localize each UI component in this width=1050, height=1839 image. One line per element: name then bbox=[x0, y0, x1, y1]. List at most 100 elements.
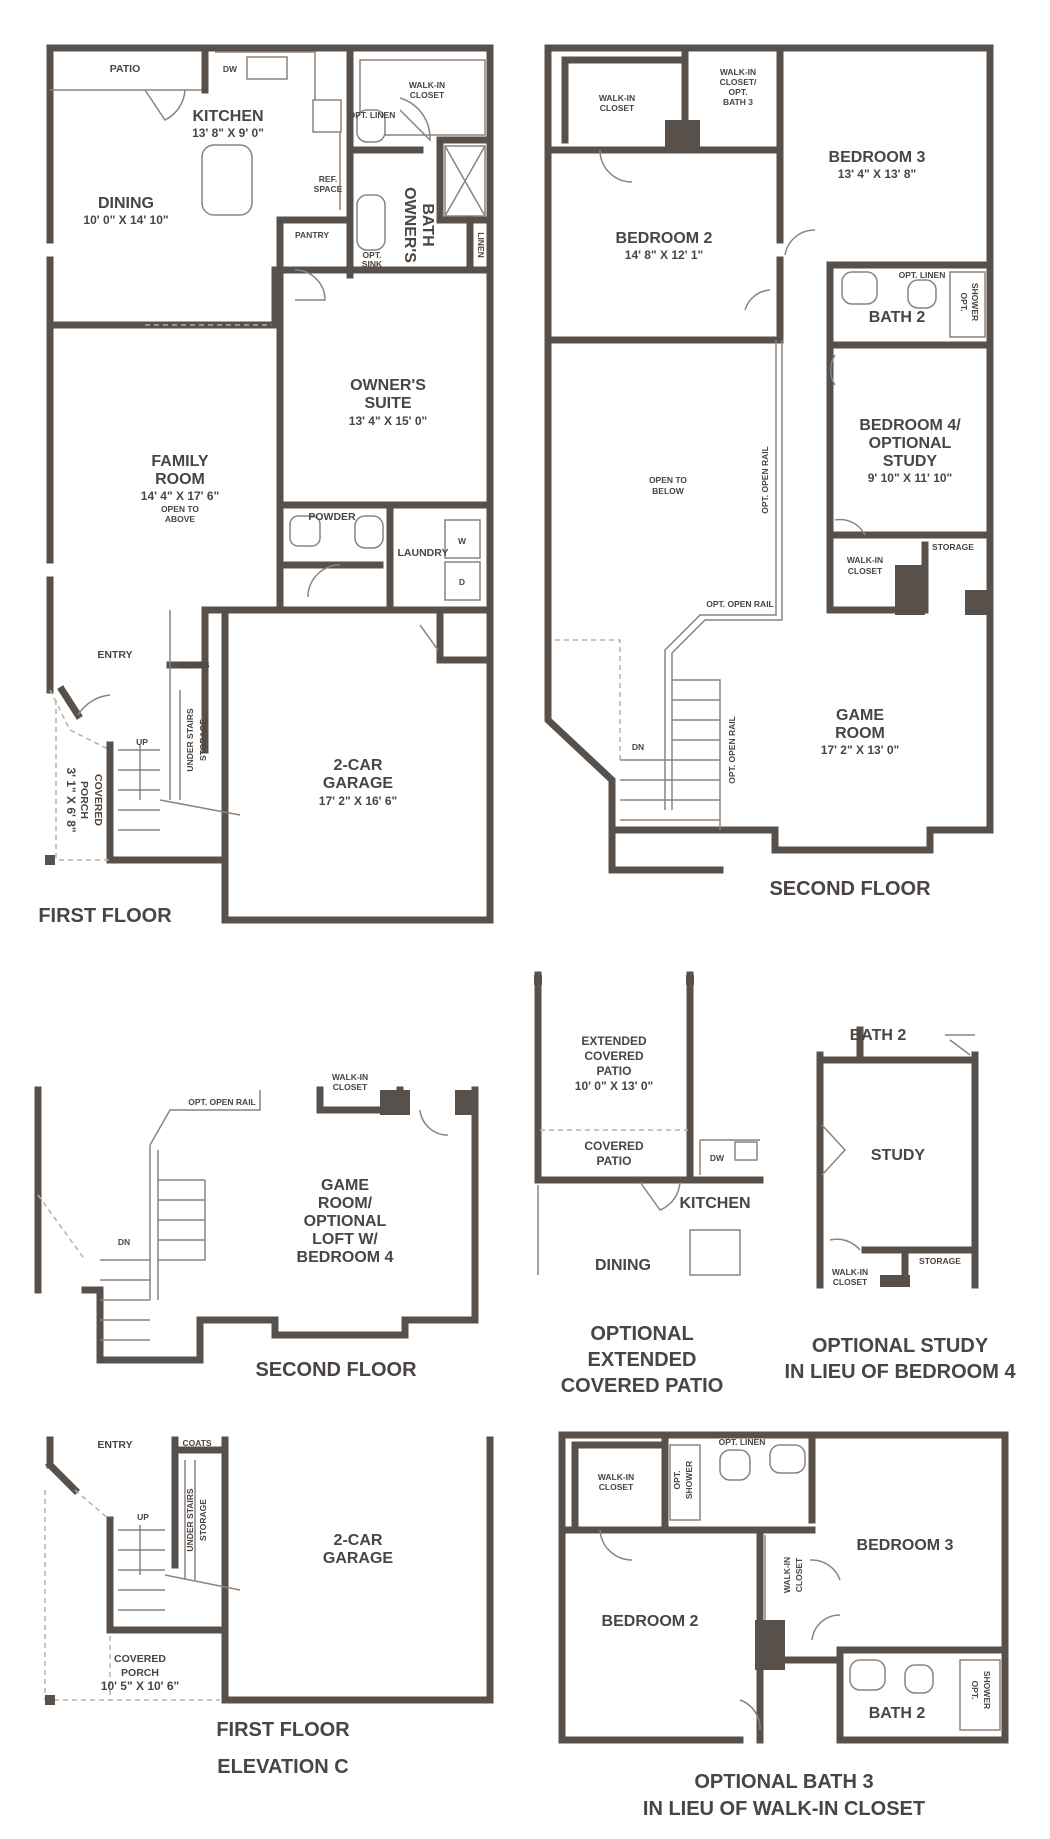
study-option-title-1: OPTIONAL STUDY bbox=[812, 1335, 989, 1357]
covered-patio-label-1: COVERED bbox=[584, 1139, 644, 1153]
bath3-bath2-label: BATH 2 bbox=[869, 1705, 926, 1722]
alt-second-floor-plan bbox=[34, 1086, 479, 1364]
walkin-closet-label: WALK-IN bbox=[599, 93, 635, 103]
elev-garage-label: 2-CAR bbox=[334, 1532, 383, 1549]
walkin-closet-label: WALK-IN bbox=[409, 80, 445, 90]
walkin-closet-label-2: CLOSET bbox=[600, 103, 635, 113]
patio-kitchen-label: KITCHEN bbox=[679, 1195, 750, 1212]
open-to-label: OPEN TO bbox=[649, 475, 687, 485]
elev-garage-label-2: GARAGE bbox=[323, 1550, 394, 1567]
bedroom2-dim: 14' 8" X 12' 1" bbox=[625, 248, 703, 262]
first-floor-plan bbox=[45, 44, 494, 924]
bath3-bedroom2-label: BEDROOM 2 bbox=[602, 1613, 699, 1630]
opt-linen-label: OPT. LINEN bbox=[349, 110, 396, 120]
opt-sink-label-2: SINK bbox=[362, 259, 383, 269]
first-floor-labels: PATIO D W KITCHEN 13' 8" X 9' 0" DINING 1… bbox=[38, 63, 486, 927]
study-closet-label: CLOSET bbox=[833, 1277, 868, 1287]
patio-dw-label: DW bbox=[710, 1153, 725, 1163]
bath3-walkin-label: WALK-IN bbox=[598, 1472, 634, 1482]
bath3-opt-linen-label: OPT. LINEN bbox=[719, 1437, 766, 1447]
bath2-label: BATH 2 bbox=[869, 309, 926, 326]
open-to-label: OPEN TO bbox=[161, 504, 199, 514]
alt-game-label-3: OPTIONAL bbox=[304, 1213, 387, 1230]
covered-porch-label: COVERED bbox=[92, 774, 104, 826]
storage-label: STORAGE bbox=[932, 542, 974, 552]
alt-opt-open-rail-label: OPT. OPEN RAIL bbox=[188, 1097, 256, 1107]
game-room-dim: 17' 2" X 13' 0" bbox=[821, 743, 899, 757]
under-stairs-storage-label: STORAGE bbox=[198, 719, 208, 761]
elev-porch-label-2: PORCH bbox=[121, 1667, 159, 1679]
above-label: ABOVE bbox=[165, 514, 196, 524]
opt-shower-label: OPT. bbox=[959, 293, 969, 312]
opt-open-rail-label-2: OPT. OPEN RAIL bbox=[706, 599, 774, 609]
alt-game-label-4: LOFT W/ bbox=[312, 1231, 378, 1248]
covered-porch-dim: 3' 1" X 6' 8" bbox=[64, 767, 78, 832]
bedroom4-label: BEDROOM 4/ bbox=[859, 417, 961, 434]
opt-shower-label-2: SHOWER bbox=[970, 283, 980, 321]
patio-option-title-2: EXTENDED bbox=[588, 1349, 697, 1371]
first-floor-title: FIRST FLOOR bbox=[38, 905, 172, 927]
opt-open-rail-label-3: OPT. OPEN RAIL bbox=[727, 716, 737, 784]
patio-label: PATIO bbox=[110, 63, 141, 75]
dining-dim: 10' 0" X 14' 10" bbox=[83, 213, 168, 227]
bedroom4-label-2: OPTIONAL bbox=[869, 435, 952, 452]
kitchen-label: KITCHEN bbox=[192, 108, 263, 125]
bath3-option-title-1: OPTIONAL BATH 3 bbox=[694, 1771, 873, 1793]
owners-suite-label: OWNER'S bbox=[350, 377, 426, 394]
bedroom4-dim: 9' 10" X 11' 10" bbox=[868, 471, 952, 485]
patio-option-plan bbox=[534, 971, 764, 1276]
study-label: STUDY bbox=[871, 1147, 926, 1164]
stair-dn-label: DN bbox=[632, 742, 644, 752]
family-room-dim: 14' 4" X 17' 6" bbox=[141, 489, 219, 503]
bath3-opt-shower-label: OPT. bbox=[672, 1471, 682, 1490]
bath3-option-labels: WALK-IN CLOSET OPT. SHOWER OPT. LINEN BE… bbox=[598, 1437, 992, 1820]
patio-dining-label: DINING bbox=[595, 1257, 651, 1274]
alt-stair-dn-label: DN bbox=[118, 1237, 130, 1247]
alt-second-floor-title: SECOND FLOOR bbox=[255, 1359, 417, 1381]
bedroom4-label-3: STUDY bbox=[883, 453, 938, 470]
owners-bath-label: OWNER'S bbox=[401, 187, 418, 263]
study-option-title-2: IN LIEU OF BEDROOM 4 bbox=[784, 1361, 1016, 1383]
entry-label: ENTRY bbox=[97, 649, 132, 661]
elev-porch-label: COVERED bbox=[114, 1653, 166, 1665]
bedroom3-dim: 13' 4" X 13' 8" bbox=[838, 167, 916, 181]
ref-space-label-2: SPACE bbox=[314, 184, 343, 194]
patio-option-title-3: COVERED PATIO bbox=[561, 1375, 724, 1397]
bedroom2-label: BEDROOM 2 bbox=[616, 230, 713, 247]
bath3-opt-shower-b-label: OPT. bbox=[970, 1681, 980, 1700]
garage-dim: 17' 2" X 16' 6" bbox=[319, 794, 397, 808]
bath3-walkin-v-label: WALK-IN bbox=[782, 1557, 792, 1593]
covered-patio-label-2: PATIO bbox=[597, 1154, 632, 1168]
dining-label: DINING bbox=[98, 195, 154, 212]
dryer-label: D bbox=[459, 577, 465, 587]
kitchen-dim: 13' 8" X 9' 0" bbox=[192, 126, 264, 140]
ref-space-label: REF. bbox=[319, 174, 337, 184]
elevation-c-labels: ENTRY COATS UP UNDER STAIRS STORAGE 2-CA… bbox=[97, 1438, 393, 1778]
elev-coats-label: COATS bbox=[182, 1438, 211, 1448]
owners-suite-label-2: SUITE bbox=[364, 395, 411, 412]
bedroom3-label: BEDROOM 3 bbox=[829, 149, 926, 166]
elev-stair-up-label: UP bbox=[137, 1512, 149, 1522]
patio-option-labels: EXTENDED COVERED PATIO 10' 0" X 13' 0" C… bbox=[561, 1034, 751, 1397]
owners-suite-dim: 13' 4" X 15' 0" bbox=[349, 414, 427, 428]
washer-label: W bbox=[458, 536, 467, 546]
bath3-opt-shower-label-2: SHOWER bbox=[684, 1461, 694, 1499]
garage-label: 2-CAR bbox=[334, 757, 383, 774]
elevation-c-plan bbox=[44, 1436, 494, 1705]
bath3-option-title-2: IN LIEU OF WALK-IN CLOSET bbox=[643, 1798, 925, 1820]
game-room-label-2: ROOM bbox=[835, 725, 885, 742]
powder-label: POWDER bbox=[308, 511, 356, 523]
second-floor-labels: WALK-IN CLOSET WALK-IN CLOSET/ OPT. BATH… bbox=[599, 67, 980, 900]
laundry-label: LAUNDRY bbox=[398, 547, 449, 559]
under-stairs-label: UNDER STAIRS bbox=[185, 708, 195, 771]
alt-walkin-label: WALK-IN bbox=[332, 1072, 368, 1082]
alt-second-floor-labels: WALK-IN CLOSET OPT. OPEN RAIL DN GAME RO… bbox=[118, 1072, 417, 1381]
covered-porch-label-2: PORCH bbox=[78, 781, 90, 819]
linen-label: LINEN bbox=[476, 232, 486, 258]
extended-patio-label-3: PATIO bbox=[597, 1064, 632, 1078]
study-option-labels: BATH 2 STUDY WALK-IN CLOSET STORAGE OPTI… bbox=[784, 1027, 1016, 1383]
elev-under-stairs-label: UNDER STAIRS bbox=[185, 1488, 195, 1551]
owners-bath-label-2: BATH bbox=[419, 203, 436, 246]
bath3-closet-label: CLOSET bbox=[599, 1482, 634, 1492]
